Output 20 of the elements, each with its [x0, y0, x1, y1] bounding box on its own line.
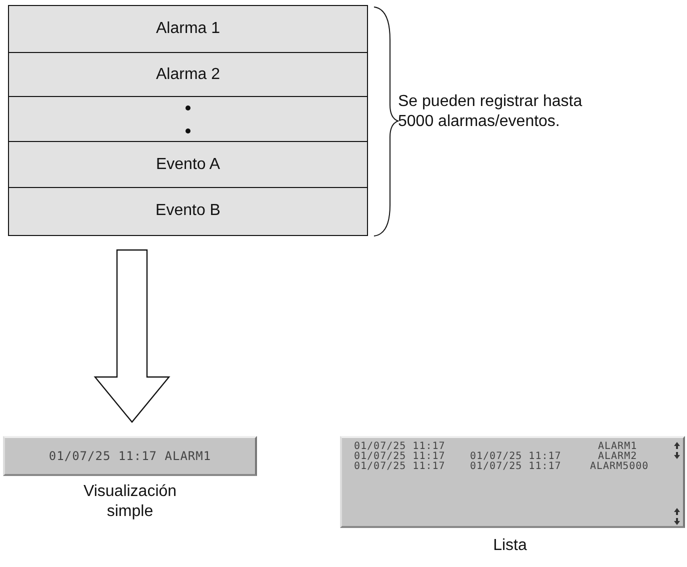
memory-stack [8, 5, 368, 236]
display-text: ALARM1 [598, 442, 638, 452]
display-text: 01/07/25 11:17 [354, 452, 446, 462]
list-display [340, 436, 685, 528]
display-text: ALARM5000 [590, 462, 649, 472]
display-text: 01/07/25 11:17 [354, 442, 446, 452]
block-arrow [94, 249, 170, 423]
single-line-display [3, 436, 257, 476]
record-label: Alarma 1 [156, 20, 220, 38]
record-label: Evento B [156, 202, 220, 220]
display-text: 01/07/25 11:17 [354, 462, 446, 472]
record-label: Evento A [156, 156, 220, 174]
note-text: Se pueden registrar hasta 5000 alarmas/eventos. [398, 92, 584, 132]
record-label: Alarma 2 [156, 66, 220, 84]
display-text: 01/07/25 11:17 [470, 452, 562, 462]
node-label: Visualización simple [82, 482, 178, 522]
display-text: 01/07/25 11:17 [470, 462, 562, 472]
node-label: Lista [492, 536, 528, 556]
display-text: 01/07/25 11:17 ALARM1 [48, 449, 212, 463]
display-text: ALARM2 [598, 452, 638, 462]
